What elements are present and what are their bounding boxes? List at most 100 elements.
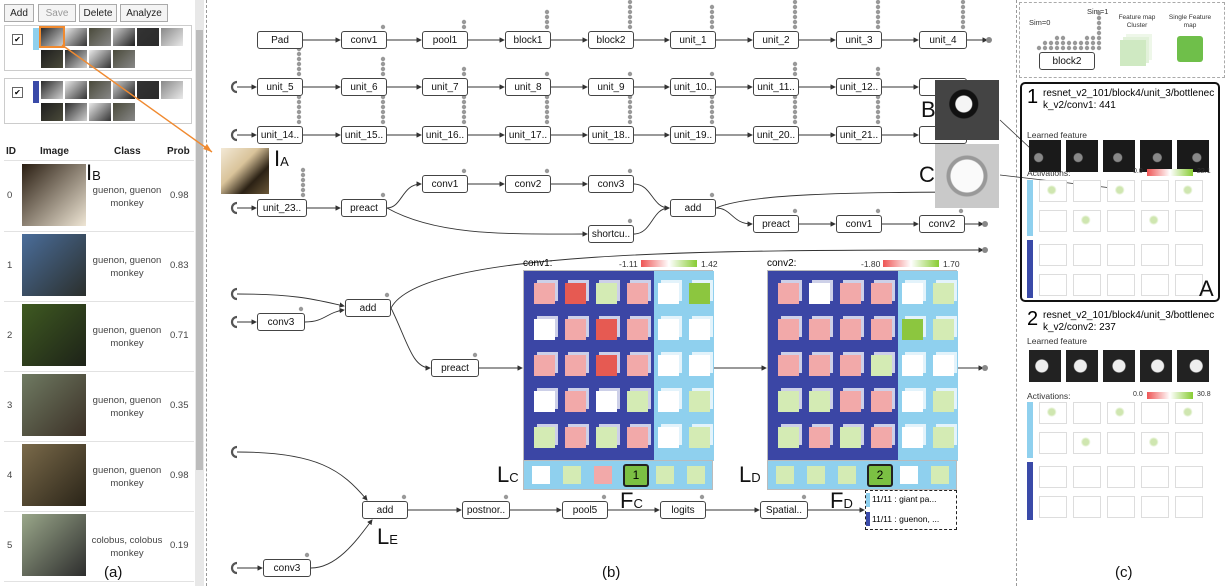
thumbnail-image[interactable]: [113, 28, 135, 46]
node-row2-5[interactable]: unit_10..: [670, 78, 716, 96]
activation-cell[interactable]: [1175, 244, 1203, 266]
selected-feature-box[interactable]: 1: [623, 464, 649, 487]
node-row1-8[interactable]: unit_4: [919, 31, 967, 49]
activation-cell[interactable]: [1175, 210, 1203, 232]
cluster-cube[interactable]: [931, 466, 949, 484]
activation-cell[interactable]: [1107, 274, 1135, 296]
activation-cell[interactable]: [1141, 210, 1169, 232]
feature-map-cube[interactable]: [534, 391, 555, 412]
feature-map-cube[interactable]: [534, 319, 555, 340]
feature-map-cube[interactable]: [809, 355, 830, 376]
feature-map-cube[interactable]: [565, 319, 586, 340]
thumbnail-image[interactable]: [89, 28, 111, 46]
feature-map-cube[interactable]: [809, 427, 830, 448]
feature-map-cube[interactable]: [534, 355, 555, 376]
feature-map-cube[interactable]: [658, 391, 679, 412]
feature-map-cube[interactable]: [840, 319, 861, 340]
cluster-cube[interactable]: [900, 466, 918, 484]
feature-map-cube[interactable]: [840, 391, 861, 412]
feature-map-cube[interactable]: [933, 283, 954, 304]
feature-map-cube[interactable]: [689, 391, 710, 412]
feature-map-cube[interactable]: [840, 427, 861, 448]
node-row1-3[interactable]: block1: [505, 31, 551, 49]
delete-button[interactable]: Delete: [79, 4, 117, 22]
node-preact2[interactable]: preact: [753, 215, 799, 233]
thumbnail-image[interactable]: [89, 50, 111, 68]
thumbnail-image[interactable]: [89, 103, 111, 121]
feature-map-cube[interactable]: [809, 283, 830, 304]
feature-map-cube[interactable]: [809, 319, 830, 340]
activation-cell[interactable]: [1141, 274, 1169, 296]
activation-cell[interactable]: [1175, 402, 1203, 424]
feature-map-cube[interactable]: [658, 319, 679, 340]
feature-map-cube[interactable]: [871, 283, 892, 304]
activation-cell[interactable]: [1073, 180, 1101, 202]
feature-map-cube[interactable]: [902, 427, 923, 448]
activation-cell[interactable]: [1175, 180, 1203, 202]
learned-feature-image[interactable]: [1140, 140, 1172, 172]
feature-map-cube[interactable]: [596, 391, 617, 412]
conv1-cluster-row[interactable]: 1: [523, 460, 713, 490]
node-row2-4[interactable]: unit_9: [588, 78, 634, 96]
activation-cell[interactable]: [1039, 180, 1067, 202]
feature-map-cube[interactable]: [778, 355, 799, 376]
feature-map-cube[interactable]: [689, 319, 710, 340]
activation-cell[interactable]: [1039, 432, 1067, 454]
activation-cell[interactable]: [1175, 496, 1203, 518]
node-logits[interactable]: logits: [660, 501, 706, 519]
feature-map-cube[interactable]: [871, 355, 892, 376]
feature-map-cube[interactable]: [933, 391, 954, 412]
feature-map-cube[interactable]: [933, 355, 954, 376]
feature-map-cube[interactable]: [689, 283, 710, 304]
node-row2-7[interactable]: unit_12..: [836, 78, 882, 96]
scrollbar[interactable]: [195, 0, 204, 586]
node-row1-0[interactable]: Pad: [257, 31, 303, 49]
thumbnail-image[interactable]: [137, 28, 159, 46]
thumbnail-image[interactable]: [137, 81, 159, 99]
feature-map-cube[interactable]: [627, 283, 648, 304]
node-row3-1[interactable]: unit_15..: [341, 126, 387, 144]
image-group-1[interactable]: ✔: [4, 25, 192, 71]
node-spatial[interactable]: Spatial..: [760, 501, 808, 519]
feature-map-cube[interactable]: [778, 319, 799, 340]
node-row2-6[interactable]: unit_11..: [753, 78, 799, 96]
activation-cell[interactable]: [1141, 244, 1169, 266]
activation-cell[interactable]: [1175, 274, 1203, 296]
learned-feature-image[interactable]: [1029, 350, 1061, 382]
feature-map-cube[interactable]: [596, 283, 617, 304]
feature-map-cube[interactable]: [871, 391, 892, 412]
node-row1-5[interactable]: unit_1: [670, 31, 716, 49]
activation-cell[interactable]: [1175, 466, 1203, 488]
learned-feature-image[interactable]: [1177, 140, 1209, 172]
feature-map-cube[interactable]: [565, 427, 586, 448]
feature-map-cube[interactable]: [658, 283, 679, 304]
node-unit23[interactable]: unit_23..: [257, 199, 307, 217]
node-row2-3[interactable]: unit_8: [505, 78, 551, 96]
node-row1-6[interactable]: unit_2: [753, 31, 799, 49]
activation-cell[interactable]: [1073, 432, 1101, 454]
feature-map-cube[interactable]: [902, 319, 923, 340]
feature-map-cube[interactable]: [565, 283, 586, 304]
activation-cell[interactable]: [1141, 432, 1169, 454]
node-row1-2[interactable]: pool1: [422, 31, 468, 49]
feature-map-cube[interactable]: [933, 319, 954, 340]
activation-cell[interactable]: [1073, 244, 1101, 266]
activation-cell[interactable]: [1039, 402, 1067, 424]
node-block-conv2[interactable]: conv2: [505, 175, 551, 193]
node-row1-4[interactable]: block2: [588, 31, 634, 49]
image-group-2[interactable]: ✔: [4, 78, 192, 124]
node-mid-preact[interactable]: preact: [431, 359, 479, 377]
feature-map-cube[interactable]: [778, 391, 799, 412]
thumbnail-image[interactable]: [39, 26, 65, 48]
group-2-checkbox[interactable]: ✔: [12, 87, 23, 98]
feature-map-cube[interactable]: [565, 391, 586, 412]
node-block-conv1[interactable]: conv1: [422, 175, 468, 193]
node-preact[interactable]: preact: [341, 199, 387, 217]
learned-feature-image[interactable]: [1103, 350, 1135, 382]
activation-cell[interactable]: [1107, 432, 1135, 454]
learned-feature-image[interactable]: [1066, 350, 1098, 382]
